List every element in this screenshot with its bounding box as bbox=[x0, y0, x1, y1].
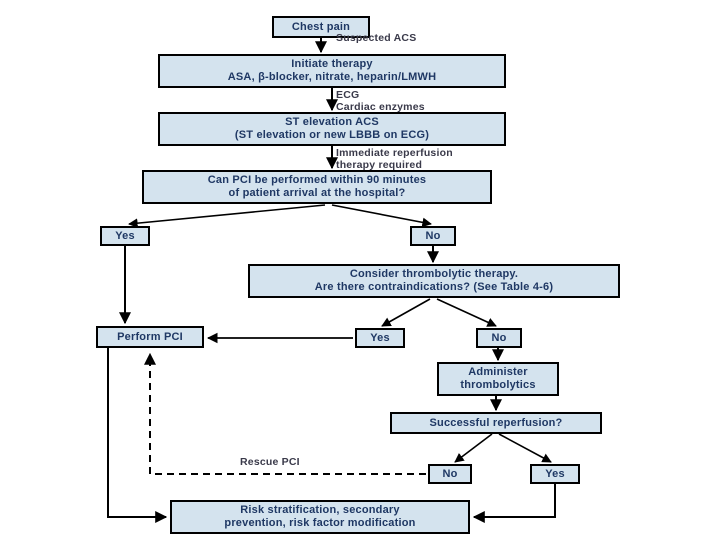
connector-pciquestion-yes bbox=[128, 204, 326, 228]
node-consider-thrombolytic-line2: Are there contraindications? (See Table … bbox=[314, 281, 554, 293]
node-contraindications-yes[interactable]: Yes bbox=[355, 328, 405, 348]
node-initiate-therapy-line1: Initiate therapy bbox=[291, 58, 373, 70]
node-pci-90-minutes-line1: Can PCI be performed within 90 minutes bbox=[207, 174, 427, 186]
node-pci-no-label: No bbox=[425, 229, 441, 242]
node-administer-thrombolytics[interactable]: Administer thrombolytics bbox=[437, 362, 559, 396]
connector-thrombolytic-no bbox=[436, 298, 497, 327]
node-risk-stratification-line2: prevention, risk factor modification bbox=[224, 517, 416, 529]
node-initiate-therapy-line2: ASA, β-blocker, nitrate, heparin/LMWH bbox=[227, 71, 437, 83]
node-reperfusion-yes[interactable]: Yes bbox=[530, 464, 580, 484]
node-consider-thrombolytic[interactable]: Consider thrombolytic therapy. Are there… bbox=[248, 264, 620, 298]
edge-label-suspected-acs: Suspected ACS bbox=[336, 32, 417, 44]
node-administer-thrombolytics-line2: thrombolytics bbox=[460, 379, 536, 391]
connector-pciquestion-no bbox=[331, 204, 432, 228]
connector-reperfusion-no bbox=[454, 433, 493, 463]
connector-thrombolytic-yes bbox=[381, 298, 431, 327]
node-pci-90-minutes[interactable]: Can PCI be performed within 90 minutes o… bbox=[142, 170, 492, 204]
node-risk-stratification-line1: Risk stratification, secondary bbox=[240, 504, 400, 516]
node-chest-pain-label: Chest pain bbox=[291, 20, 351, 33]
node-contraindications-no-label: No bbox=[491, 331, 507, 344]
node-pci-no[interactable]: No bbox=[410, 226, 456, 246]
node-risk-stratification[interactable]: Risk stratification, secondary preventio… bbox=[170, 500, 470, 534]
node-contraindications-yes-label: Yes bbox=[370, 331, 390, 344]
node-successful-reperfusion[interactable]: Successful reperfusion? bbox=[390, 412, 602, 434]
edge-label-immediate-reperfusion: Immediate reperfusion therapy required bbox=[336, 147, 453, 171]
connector-reperfusion-yes bbox=[498, 433, 552, 463]
node-pci-90-minutes-line2: of patient arrival at the hospital? bbox=[228, 187, 406, 199]
node-st-elevation-acs-line2: (ST elevation or new LBBB on ECG) bbox=[234, 129, 430, 141]
node-reperfusion-no-label: No bbox=[442, 467, 458, 480]
node-perform-pci[interactable]: Perform PCI bbox=[96, 326, 204, 348]
node-consider-thrombolytic-line1: Consider thrombolytic therapy. bbox=[349, 268, 519, 280]
node-administer-thrombolytics-line1: Administer bbox=[468, 366, 528, 378]
node-pci-yes-label: Yes bbox=[115, 229, 135, 242]
edge-label-ecg-cardiac-enzymes: ECG Cardiac enzymes bbox=[336, 89, 425, 113]
node-initiate-therapy[interactable]: Initiate therapy ASA, β-blocker, nitrate… bbox=[158, 54, 506, 88]
node-perform-pci-label: Perform PCI bbox=[117, 330, 183, 343]
node-reperfusion-no[interactable]: No bbox=[428, 464, 472, 484]
node-pci-yes[interactable]: Yes bbox=[100, 226, 150, 246]
connector-performpci-risk bbox=[107, 348, 168, 523]
node-contraindications-no[interactable]: No bbox=[476, 328, 522, 348]
node-chest-pain[interactable]: Chest pain bbox=[272, 16, 370, 38]
connector-reperfusionyes-risk bbox=[472, 484, 556, 523]
node-st-elevation-acs[interactable]: ST elevation ACS (ST elevation or new LB… bbox=[158, 112, 506, 146]
node-successful-reperfusion-label: Successful reperfusion? bbox=[429, 416, 563, 429]
edge-label-rescue-pci: Rescue PCI bbox=[240, 456, 300, 468]
node-reperfusion-yes-label: Yes bbox=[545, 467, 565, 480]
node-st-elevation-acs-line1: ST elevation ACS bbox=[285, 116, 379, 128]
